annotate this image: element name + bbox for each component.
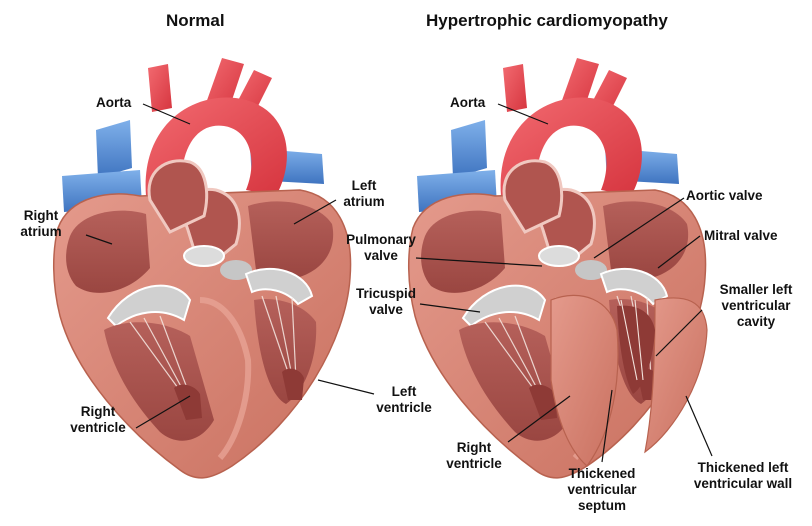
label-right-ventricle-hcm: Right ventricle bbox=[436, 440, 512, 472]
title-normal: Normal bbox=[166, 11, 225, 31]
label-right-ventricle-normal: Right ventricle bbox=[60, 404, 136, 436]
label-thickened-septum: Thickened ventricular septum bbox=[552, 466, 652, 514]
label-aorta-hcm: Aorta bbox=[450, 95, 485, 111]
label-left-ventricle: Left ventricle bbox=[366, 384, 442, 416]
hcm-heart bbox=[409, 58, 707, 478]
label-thickened-lv-wall: Thickened left ventricular wall bbox=[676, 460, 810, 492]
label-line: Thickened left bbox=[676, 460, 810, 476]
label-line: Thickened bbox=[552, 466, 652, 482]
label-line: Pulmonary bbox=[334, 232, 428, 248]
label-line: atrium bbox=[10, 224, 72, 240]
label-pulmonary-valve: Pulmonary valve bbox=[334, 232, 428, 264]
label-line: Smaller left bbox=[702, 282, 810, 298]
label-mitral-valve: Mitral valve bbox=[704, 228, 778, 244]
label-smaller-lv-cavity: Smaller left ventricular cavity bbox=[702, 282, 810, 330]
label-line: Left bbox=[366, 384, 442, 400]
label-right-atrium: Right atrium bbox=[10, 208, 72, 240]
label-line: ventricle bbox=[436, 456, 512, 472]
label-line: ventricle bbox=[60, 420, 136, 436]
label-line: ventricular wall bbox=[676, 476, 810, 492]
label-line: Right bbox=[10, 208, 72, 224]
label-line: ventricular bbox=[552, 482, 652, 498]
label-line: septum bbox=[552, 498, 652, 514]
label-line: valve bbox=[334, 248, 428, 264]
label-line: ventricular bbox=[702, 298, 810, 314]
label-line: cavity bbox=[702, 314, 810, 330]
label-line: valve bbox=[344, 302, 428, 318]
label-tricuspid-valve: Tricuspid valve bbox=[344, 286, 428, 318]
label-aortic-valve: Aortic valve bbox=[686, 188, 763, 204]
label-line: Tricuspid bbox=[344, 286, 428, 302]
label-line: atrium bbox=[336, 194, 392, 210]
label-line: ventricle bbox=[366, 400, 442, 416]
label-left-atrium: Left atrium bbox=[336, 178, 392, 210]
label-aorta-normal: Aorta bbox=[96, 95, 131, 111]
label-line: Right bbox=[436, 440, 512, 456]
title-hcm: Hypertrophic cardiomyopathy bbox=[426, 11, 668, 31]
label-line: Left bbox=[336, 178, 392, 194]
label-line: Right bbox=[60, 404, 136, 420]
